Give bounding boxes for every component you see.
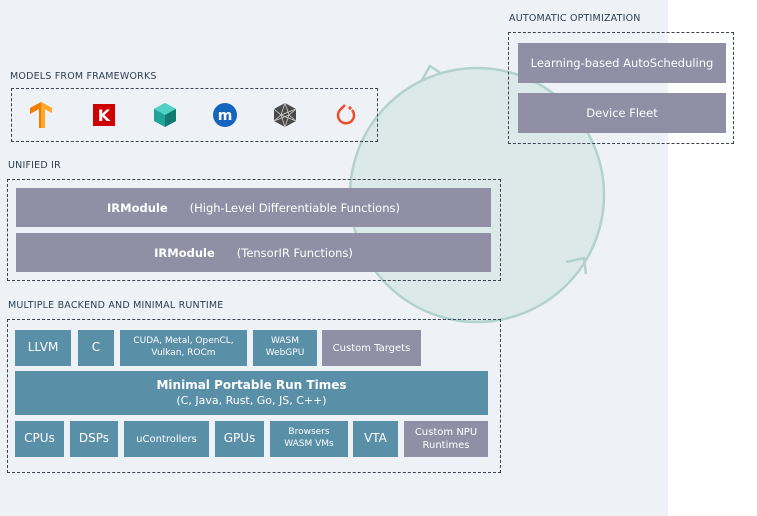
browsers-device: Browsers WASM VMs [270, 421, 348, 457]
ucontrollers-device: uControllers [124, 421, 209, 457]
cpus-device: CPUs [15, 421, 64, 457]
irmodule-desc: (High-Level Differentiable Functions) [189, 200, 400, 215]
vta-device: VTA [353, 421, 398, 457]
automatic-optimization-box [508, 32, 734, 144]
tensorflow-icon [30, 102, 52, 128]
onnx-icon [273, 102, 297, 128]
c-target: C [78, 330, 114, 366]
irmodule-name: IRModule [107, 200, 168, 215]
llvm-target: LLVM [15, 330, 71, 366]
minimal-runtime-bar: Minimal Portable Run Times (C, Java, Rus… [15, 371, 488, 415]
models-from-frameworks-label: MODELS FROM FRAMEWORKS [10, 71, 157, 82]
device-fleet-box: Device Fleet [518, 93, 726, 133]
irmodule-name: IRModule [154, 245, 215, 260]
gpu-apis-target: CUDA, Metal, OpenCL, Vulkan, ROCm [120, 330, 247, 366]
mxnet-icon: m [213, 103, 237, 127]
cycle-arrow-right [565, 256, 588, 275]
custom-targets: Custom Targets [322, 330, 421, 366]
multiple-backend-label: MULTIPLE BACKEND AND MINIMAL RUNTIME [8, 300, 224, 311]
tflite-icon [154, 103, 176, 127]
unified-ir-label: UNIFIED IR [8, 160, 61, 171]
custom-npu-runtimes: Custom NPU Runtimes [404, 421, 488, 457]
backend-runtime-box [7, 319, 501, 473]
irmodule-high-level: IRModule (High-Level Differentiable Func… [16, 188, 491, 227]
wasm-target: WASM WebGPU [253, 330, 317, 366]
irmodule-tensorir: IRModule (TensorIR Functions) [16, 233, 491, 272]
unified-ir-box [7, 179, 501, 281]
keras-icon: K [93, 104, 115, 126]
dsps-device: DSPs [70, 421, 118, 457]
gpus-device: GPUs [215, 421, 264, 457]
irmodule-desc: (TensorIR Functions) [236, 245, 353, 260]
runtime-languages: (C, Java, Rust, Go, JS, C++) [176, 393, 327, 407]
cycle-arrow-top [420, 64, 443, 81]
svg-text:m: m [218, 108, 233, 124]
svg-text:K: K [98, 106, 111, 125]
frameworks-box [11, 88, 378, 142]
automatic-optimization-label: AUTOMATIC OPTIMIZATION [509, 13, 641, 24]
runtime-title: Minimal Portable Run Times [156, 378, 347, 393]
autoscheduling-box: Learning-based AutoScheduling [518, 43, 726, 83]
pytorch-icon [336, 104, 356, 125]
